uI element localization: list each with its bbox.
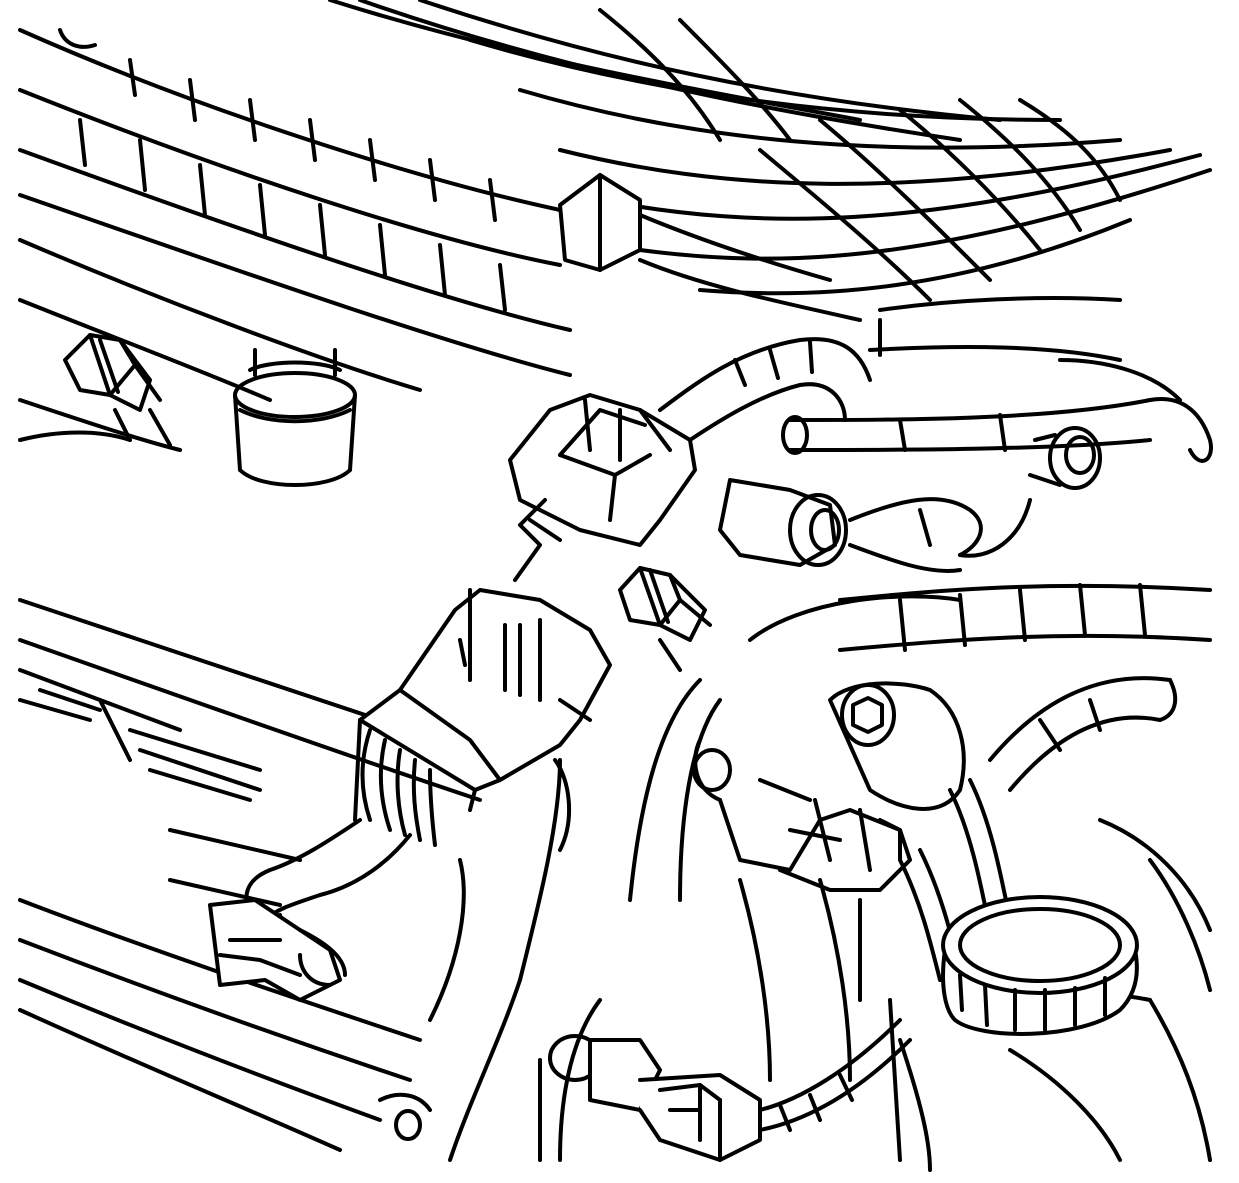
intake-manifold-ribs — [328, 0, 1212, 302]
left-harness-connector — [244, 588, 612, 922]
pcv-fitting — [1028, 426, 1102, 490]
sensor-bracket — [692, 681, 966, 892]
left-small-connector — [63, 333, 172, 447]
vacuum-tube — [781, 296, 1213, 463]
upper-center-connector — [508, 337, 872, 582]
harness-clip — [208, 898, 347, 1002]
spark-plug-tube — [233, 348, 357, 487]
hose-fitting — [718, 478, 1032, 573]
bottom-connector — [548, 1018, 912, 1162]
right-harness — [748, 583, 1212, 792]
reservoir-cap — [941, 895, 1139, 1036]
center-small-connector — [618, 566, 712, 672]
main-harness-conduit — [18, 28, 862, 377]
